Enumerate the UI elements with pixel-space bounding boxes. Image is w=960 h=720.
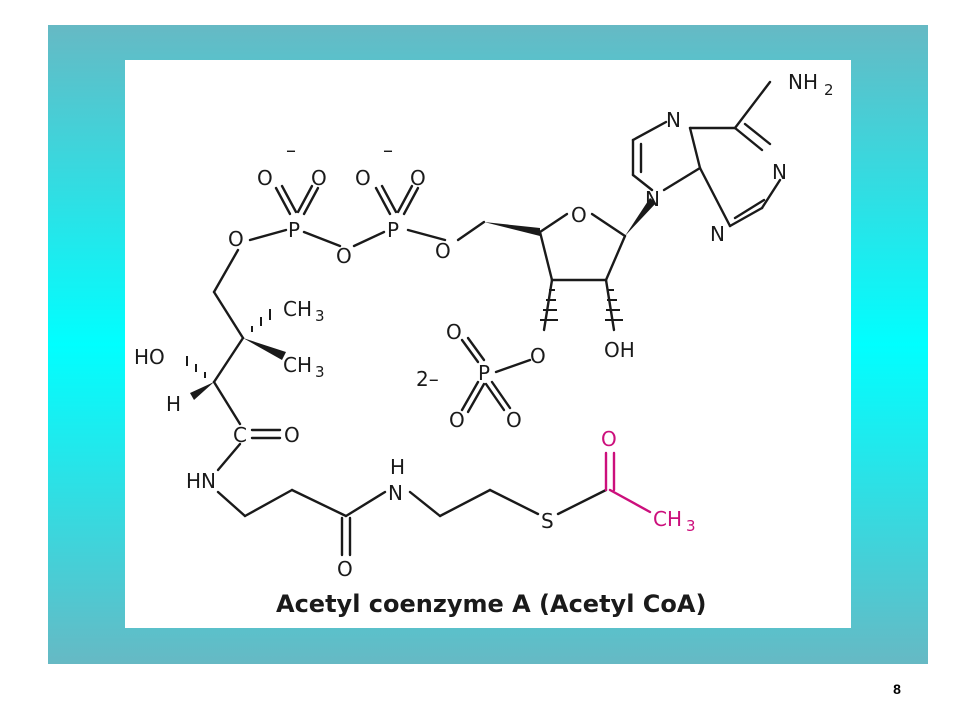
atom-o-amide2: O <box>337 557 353 581</box>
atom-p-3prime: P <box>478 361 490 385</box>
atom-o-3p-bottom-left: O <box>449 408 465 432</box>
stereo-bonds <box>186 198 656 400</box>
atom-ch3-acetyl: CH <box>653 507 682 531</box>
charge-alpha: – <box>383 138 393 162</box>
atom-n-amide2: N <box>388 481 403 505</box>
atom-n1: N <box>772 160 787 184</box>
atom-ch3-lower-subscript: 3 <box>315 363 325 381</box>
acetyl-coa-structure: NH 2 N N N N O OH O O P O O – O P O O – … <box>134 70 834 618</box>
atom-o-3p-bottom-right: O <box>506 408 522 432</box>
atom-h: H <box>166 392 181 416</box>
atom-ho: HO <box>134 345 165 369</box>
bond-lines <box>212 80 782 557</box>
atom-o-beta-right: O <box>311 166 327 190</box>
atom-nh2: NH <box>788 70 818 94</box>
atom-o-5prime: O <box>435 239 451 263</box>
charge-3prime: 2– <box>416 367 439 391</box>
figure-caption: Acetyl coenzyme A (Acetyl CoA) <box>276 590 706 618</box>
atom-c-amide: C <box>233 423 247 447</box>
atom-o-alpha-right: O <box>410 166 426 190</box>
atom-nh2-subscript: 2 <box>824 81 834 99</box>
atom-o-alpha-left: O <box>355 166 371 190</box>
atom-o-pantetheine: O <box>228 227 244 251</box>
atom-n3: N <box>710 222 725 246</box>
atom-s: S <box>541 509 554 533</box>
slide-number: 8 <box>893 681 901 697</box>
figure-panel: NH 2 N N N N O OH O O P O O – O P O O – … <box>125 60 851 628</box>
atom-p-alpha: P <box>387 218 399 242</box>
atom-ch3-upper: CH <box>283 297 312 321</box>
atom-o-bridge: O <box>336 244 352 268</box>
atom-o-acetyl: O <box>601 427 617 451</box>
atom-ch3-acetyl-subscript: 3 <box>686 517 696 535</box>
atom-o-amide: O <box>284 423 300 447</box>
atom-oh-2prime: OH <box>604 338 635 362</box>
charge-beta: – <box>286 138 296 162</box>
atom-ch3-lower: CH <box>283 353 312 377</box>
atom-o-beta-left: O <box>257 166 273 190</box>
atom-hn: HN <box>186 469 216 493</box>
atom-o-3p-top: O <box>446 320 462 344</box>
atom-n7: N <box>666 108 681 132</box>
atom-p-beta: P <box>288 218 300 242</box>
atom-n9: N <box>645 187 660 211</box>
atom-o-3prime: O <box>530 344 546 368</box>
atom-o-ring: O <box>571 203 587 227</box>
atom-ch3-upper-subscript: 3 <box>315 307 325 325</box>
atom-labels: NH 2 N N N N O OH O O P O O – O P O O – … <box>134 70 834 581</box>
atom-h-amide2: H <box>390 455 405 479</box>
